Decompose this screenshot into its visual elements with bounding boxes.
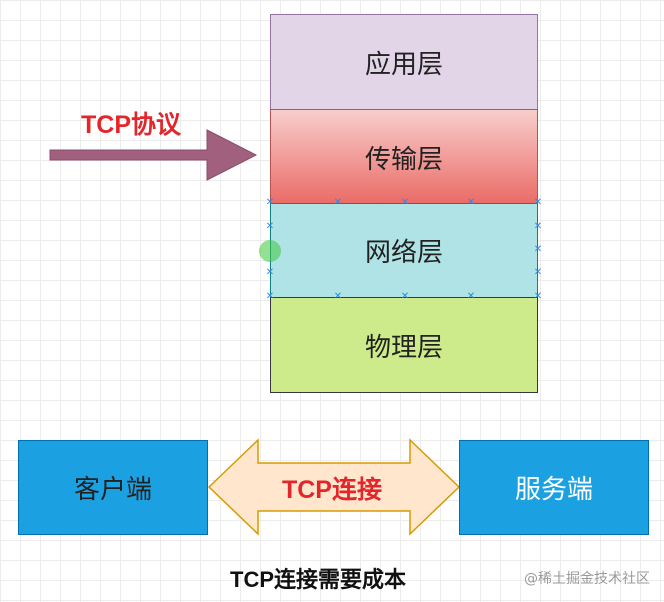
server-label: 服务端 bbox=[514, 475, 593, 505]
client-box[interactable]: 客户端 bbox=[18, 440, 208, 535]
resize-handle[interactable]: ✕ bbox=[400, 197, 410, 208]
resize-handle[interactable]: ✕ bbox=[333, 197, 343, 208]
resize-handle[interactable]: ✕ bbox=[533, 244, 543, 255]
network-layer[interactable]: 网络层 bbox=[270, 203, 538, 298]
resize-handle[interactable]: ✕ bbox=[265, 267, 275, 278]
resize-handle[interactable]: ✕ bbox=[265, 221, 275, 232]
resize-handle[interactable]: ✕ bbox=[533, 267, 543, 278]
connection-point[interactable] bbox=[259, 240, 281, 262]
resize-handle[interactable]: ✕ bbox=[533, 221, 543, 232]
resize-handle[interactable]: ✕ bbox=[533, 197, 543, 208]
watermark: @稀土掘金技术社区 bbox=[524, 571, 650, 587]
physical-layer-label: 物理层 bbox=[364, 332, 443, 363]
physical-layer[interactable]: 物理层 bbox=[270, 297, 538, 393]
diagram-caption: TCP连接需要成本 bbox=[230, 567, 407, 592]
tcp-connection-label: TCP连接 bbox=[281, 476, 382, 504]
resize-handle[interactable]: ✕ bbox=[466, 197, 476, 208]
application-layer[interactable]: 应用层 bbox=[270, 14, 538, 110]
resize-handle[interactable]: ✕ bbox=[265, 291, 275, 302]
network-layer-label: 网络层 bbox=[364, 238, 443, 268]
protocol-arrow[interactable] bbox=[49, 129, 258, 181]
resize-handle[interactable]: ✕ bbox=[466, 291, 476, 302]
application-layer-label: 应用层 bbox=[364, 49, 443, 80]
server-box[interactable]: 服务端 bbox=[459, 440, 649, 535]
resize-handle[interactable]: ✕ bbox=[533, 291, 543, 302]
resize-handle[interactable]: ✕ bbox=[400, 291, 410, 302]
tcp-protocol-label: TCP协议 bbox=[81, 111, 182, 139]
resize-handle[interactable]: ✕ bbox=[333, 291, 343, 302]
resize-handle[interactable]: ✕ bbox=[265, 197, 275, 208]
transport-layer-label: 传输层 bbox=[364, 144, 443, 175]
client-label: 客户端 bbox=[73, 475, 152, 505]
